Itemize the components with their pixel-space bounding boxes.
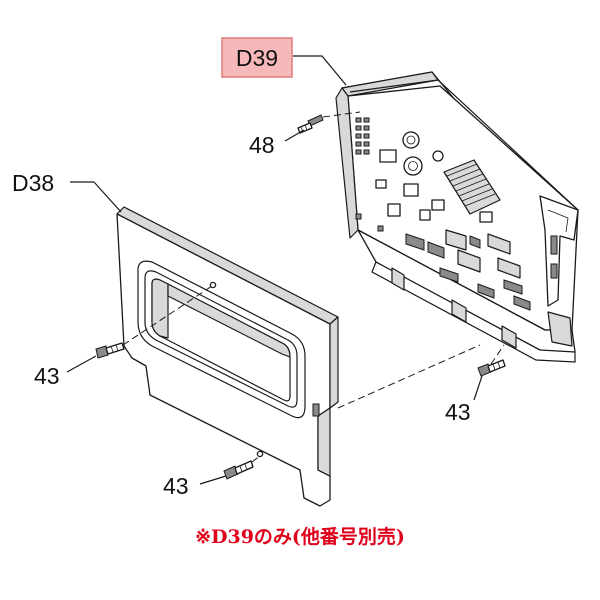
- heatsink: [443, 159, 501, 215]
- callout-d38: D38: [12, 170, 54, 196]
- leader-lines: [66, 55, 483, 485]
- assembly-guide-lines: [122, 111, 505, 463]
- terminal-strip: [355, 117, 384, 232]
- screw-43-left: [95, 342, 125, 359]
- d39-highlight-box: [221, 37, 293, 78]
- callout-d39: D39: [236, 45, 278, 71]
- callout-48: 48: [249, 132, 275, 158]
- part-d39-control-board-housing: [335, 71, 579, 363]
- screw-43-right: [477, 359, 506, 377]
- callout-43-right: 43: [445, 399, 471, 425]
- embossed-window: [137, 260, 306, 419]
- screw-48: [297, 114, 324, 134]
- part-d38-cover-plate: [116, 206, 339, 507]
- pcb-components: [355, 117, 531, 311]
- callout-43-bottom: 43: [163, 473, 189, 499]
- callout-43-left: 43: [34, 363, 60, 389]
- sale-note: ※D39のみ(他番号別売): [195, 526, 405, 548]
- connector-row: [405, 229, 531, 311]
- screw-43-bottom: [223, 460, 254, 480]
